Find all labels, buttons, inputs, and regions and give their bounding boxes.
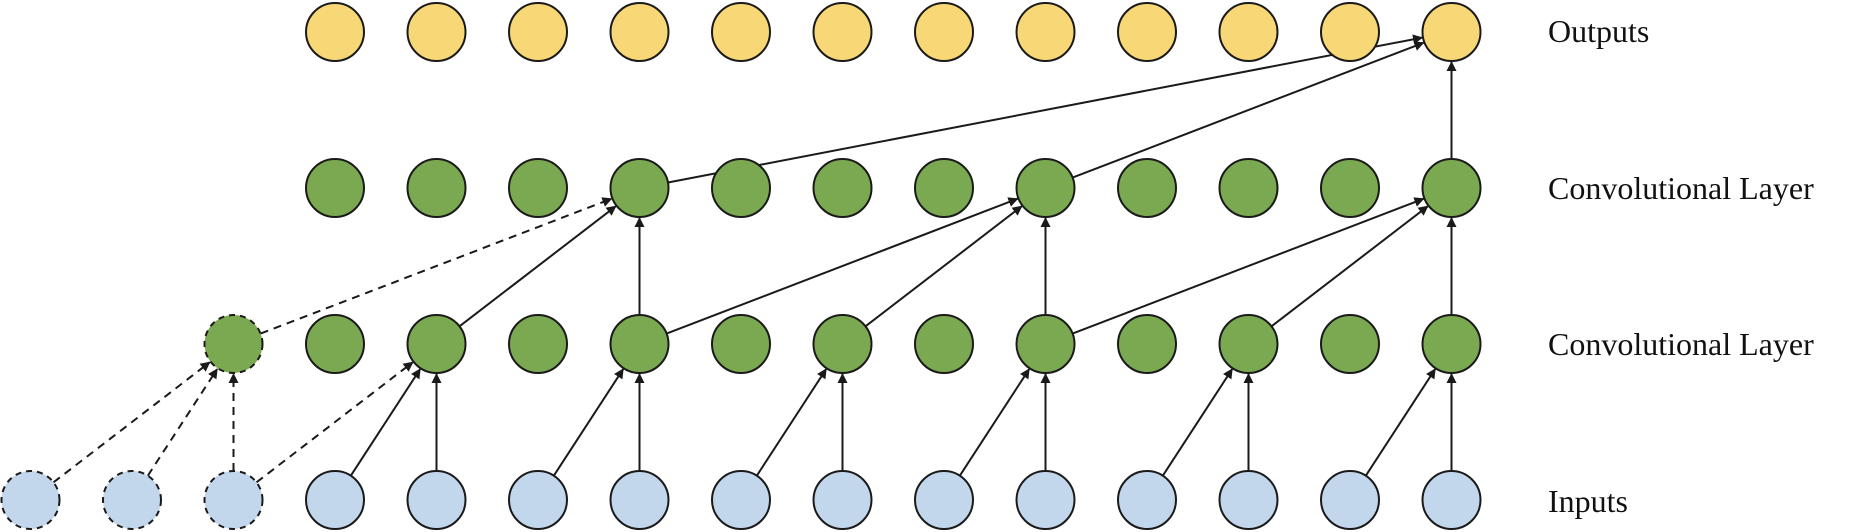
input-node: [406, 470, 467, 530]
conv2-node: [1218, 158, 1279, 218]
conv2-node: [305, 158, 365, 218]
output-node: [1218, 2, 1279, 62]
edge-input-to-conv1: [1364, 368, 1436, 477]
outputs-label: Outputs: [1548, 13, 1650, 49]
edge-padding-input-to-conv1: [255, 361, 414, 484]
edge-padding-input-to-conv1: [146, 368, 218, 477]
input-node: [1320, 470, 1380, 530]
input-node: [508, 470, 568, 530]
output-node: [305, 2, 365, 62]
input-padding-node: [102, 470, 162, 530]
edge-conv1-to-conv2: [666, 197, 1019, 335]
conv2-node: [609, 158, 670, 218]
nodes: [0, 2, 1482, 530]
conv2-node: [1015, 158, 1076, 218]
conv2-node: [508, 158, 568, 218]
edge-conv2-to-output: [667, 34, 1424, 184]
conv1-node: [406, 314, 467, 374]
conv2-node: [1117, 158, 1177, 218]
output-node: [508, 2, 568, 62]
conv1-node: [914, 314, 974, 374]
conv1-node: [305, 314, 365, 374]
conv2-node: [1421, 158, 1482, 218]
input-node: [609, 470, 670, 530]
conv2-node: [914, 158, 974, 218]
conv-layer-1-label: Convolutional Layer: [1548, 326, 1814, 362]
conv1-node: [1218, 314, 1279, 374]
conv1-node: [812, 314, 873, 374]
edge-conv1-to-conv2: [864, 205, 1023, 328]
conv2-node: [812, 158, 873, 218]
edge-conv1-to-conv2: [1072, 197, 1425, 335]
output-node: [1015, 2, 1076, 62]
edge-input-to-conv1: [349, 368, 421, 477]
conv2-node: [406, 158, 467, 218]
input-padding-node: [0, 470, 61, 530]
conv2-node: [711, 158, 771, 218]
edge-conv1-to-conv2: [458, 205, 617, 328]
output-node: [1421, 2, 1482, 62]
conv1-padding-node: [203, 314, 264, 374]
edge-input-to-conv1: [1161, 368, 1233, 477]
conv1-node: [1015, 314, 1076, 374]
edge-padding-input-to-conv1: [52, 361, 211, 484]
conv1-node: [1117, 314, 1177, 374]
input-node: [1421, 470, 1482, 530]
conv1-node: [1320, 314, 1380, 374]
conv-layer-2-label: Convolutional Layer: [1548, 170, 1814, 206]
connection-edges: [52, 34, 1457, 484]
input-node: [305, 470, 365, 530]
output-node: [812, 2, 873, 62]
edge-conv1-to-conv2: [1270, 205, 1429, 328]
input-node: [1117, 470, 1177, 530]
input-node: [914, 470, 974, 530]
conv1-node: [1421, 314, 1482, 374]
conv2-node: [1320, 158, 1380, 218]
inputs-label: Inputs: [1548, 483, 1628, 519]
conv1-node: [609, 314, 670, 374]
output-node: [1117, 2, 1177, 62]
conv1-node: [508, 314, 568, 374]
output-node: [406, 2, 467, 62]
output-node: [1320, 2, 1380, 62]
edge-input-to-conv1: [552, 368, 624, 477]
edge-input-to-conv1: [755, 368, 827, 477]
input-node: [711, 470, 771, 530]
edge-conv2-to-output: [1072, 41, 1425, 179]
output-node: [914, 2, 974, 62]
edge-padding-conv1-to-conv2: [260, 197, 613, 335]
input-node: [812, 470, 873, 530]
input-node: [1218, 470, 1279, 530]
edge-input-to-conv1: [958, 368, 1030, 477]
input-node: [1015, 470, 1076, 530]
input-padding-node: [203, 470, 264, 530]
output-node: [711, 2, 771, 62]
conv1-node: [711, 314, 771, 374]
output-node: [609, 2, 670, 62]
